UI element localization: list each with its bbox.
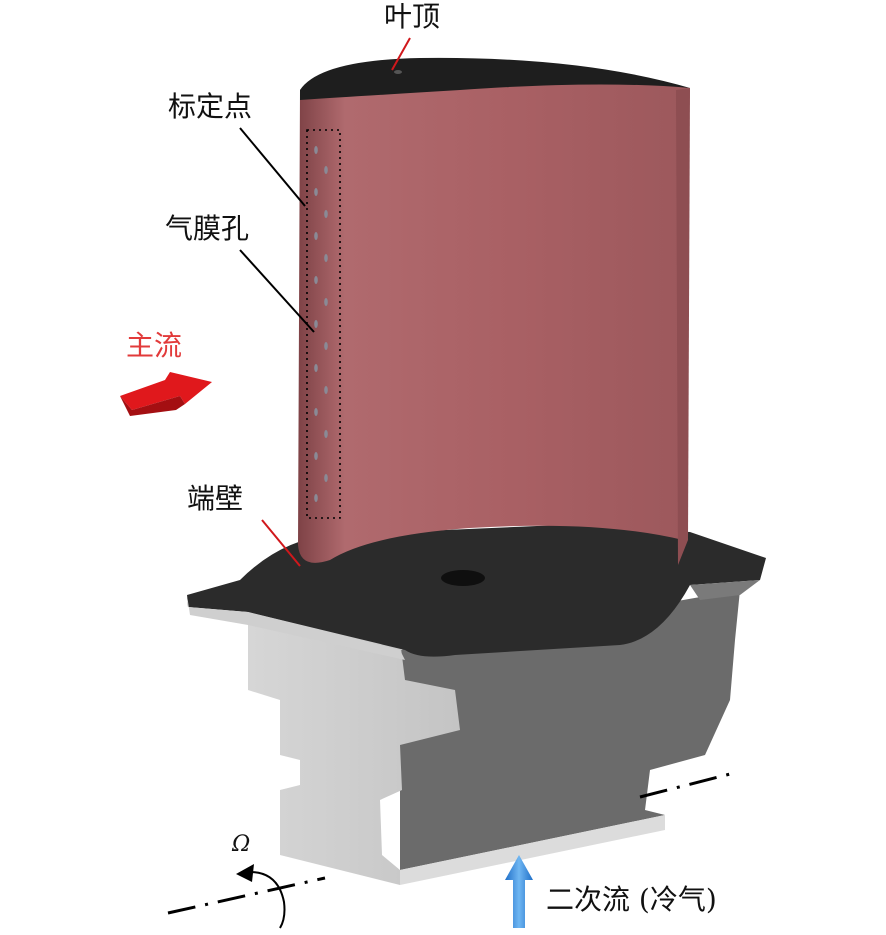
- film-hole: [324, 166, 328, 174]
- film-hole: [314, 364, 318, 372]
- blade-trailing-edge: [676, 88, 690, 565]
- callout-line-tip: [391, 37, 411, 71]
- rotation-arrow-icon: [236, 864, 286, 929]
- film-hole: [324, 210, 328, 218]
- film-hole: [324, 254, 328, 262]
- blue-up-arrow-icon: [505, 855, 533, 928]
- film-hole: [314, 408, 318, 416]
- film-hole: [324, 474, 328, 482]
- film-hole: [324, 386, 328, 394]
- callout-line-endwall: [261, 519, 301, 567]
- film-hole: [314, 494, 318, 502]
- root-dark-face: [400, 590, 740, 870]
- callout-line-calibration: [239, 127, 306, 207]
- endwall-edge: [187, 595, 405, 660]
- label-blade-tip: 叶顶: [384, 0, 441, 33]
- blade-surface: [298, 61, 690, 563]
- label-calibration-point: 标定点: [168, 90, 253, 123]
- film-hole: [314, 188, 318, 196]
- film-hole: [314, 276, 318, 284]
- blade-tip-hole: [394, 70, 402, 74]
- film-hole: [314, 232, 318, 240]
- blade-tip-cap: [300, 57, 690, 100]
- film-hole: [314, 452, 318, 460]
- film-hole-group: [314, 146, 328, 502]
- endwall-hole: [441, 570, 485, 586]
- label-endwall: 端壁: [187, 482, 244, 515]
- film-hole: [324, 298, 328, 306]
- red-arrow-icon: [120, 372, 212, 416]
- root-light-face: [248, 612, 460, 885]
- root-bottom-ledge: [400, 815, 665, 885]
- film-hole: [314, 320, 318, 328]
- rotation-axis-left: [167, 876, 326, 915]
- label-omega: Ω: [232, 832, 251, 857]
- film-hole: [324, 342, 328, 350]
- endwall-side: [690, 580, 760, 600]
- label-secondary-flow: 二次流 (冷气): [546, 883, 717, 916]
- film-hole: [314, 146, 318, 154]
- rotation-axis-right: [639, 770, 739, 799]
- label-main-flow: 主流: [126, 329, 183, 362]
- film-hole: [324, 430, 328, 438]
- label-film-holes: 气膜孔: [165, 212, 250, 245]
- callout-line-film-holes: [239, 249, 315, 333]
